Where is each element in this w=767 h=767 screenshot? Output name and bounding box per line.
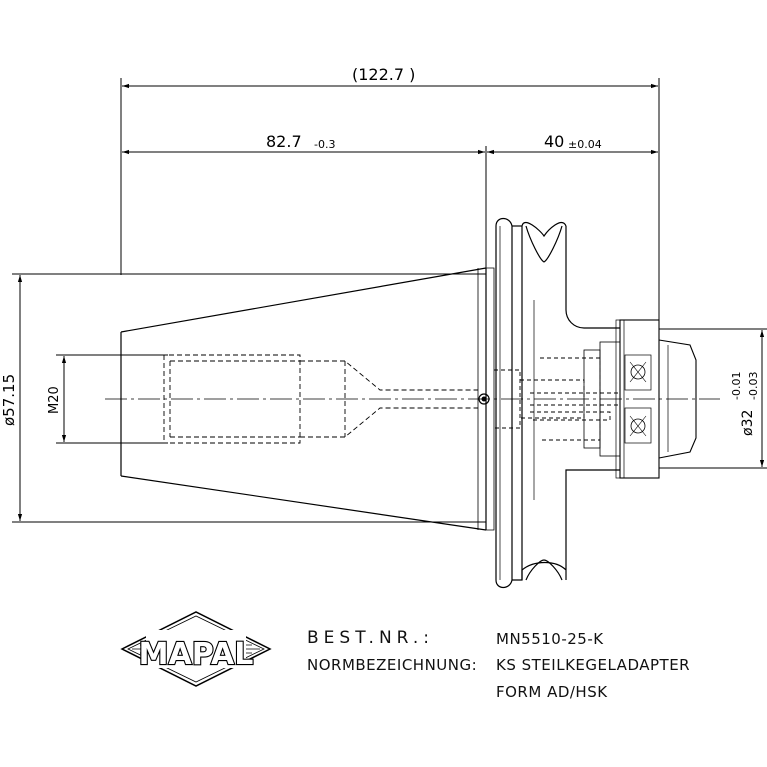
bore-diameter-text: ø32 [740,410,756,436]
hidden-bore [121,354,478,444]
flange-diameter-text: ø57.15 [0,374,18,426]
shank-tol-text: ±0.04 [568,138,602,151]
norm-value: KS STEILKEGELADAPTER [496,656,691,674]
clamping-unit [583,319,697,479]
mapal-logo: MAPAL [120,611,272,687]
taper-body [120,267,495,531]
thread-text: M20 [47,386,62,414]
extension-lines [12,78,767,523]
overall-length-text: (122.7 ) [352,65,415,84]
axis-screw-inner [481,396,487,402]
body-length-text: 82.7 [266,132,302,151]
hidden-internals [494,357,620,441]
flange [495,217,620,589]
logo-text: MAPAL [139,637,254,672]
axis-screw [478,393,490,405]
dimension-lines [17,83,765,521]
norm-label: NORMBEZEICHNUNG: [307,656,478,674]
norm-value-line2: FORM AD/HSK [496,683,608,701]
body-tol-text: -0.3 [314,138,335,151]
bore-tol-lower-text: -0.03 [747,372,760,400]
order-value: MN5510-25-K [496,630,604,648]
order-label: BEST.NR.: [307,628,435,648]
shank-length-text: 40 [544,132,564,151]
bore-tol-upper-text: -0.01 [730,372,743,400]
